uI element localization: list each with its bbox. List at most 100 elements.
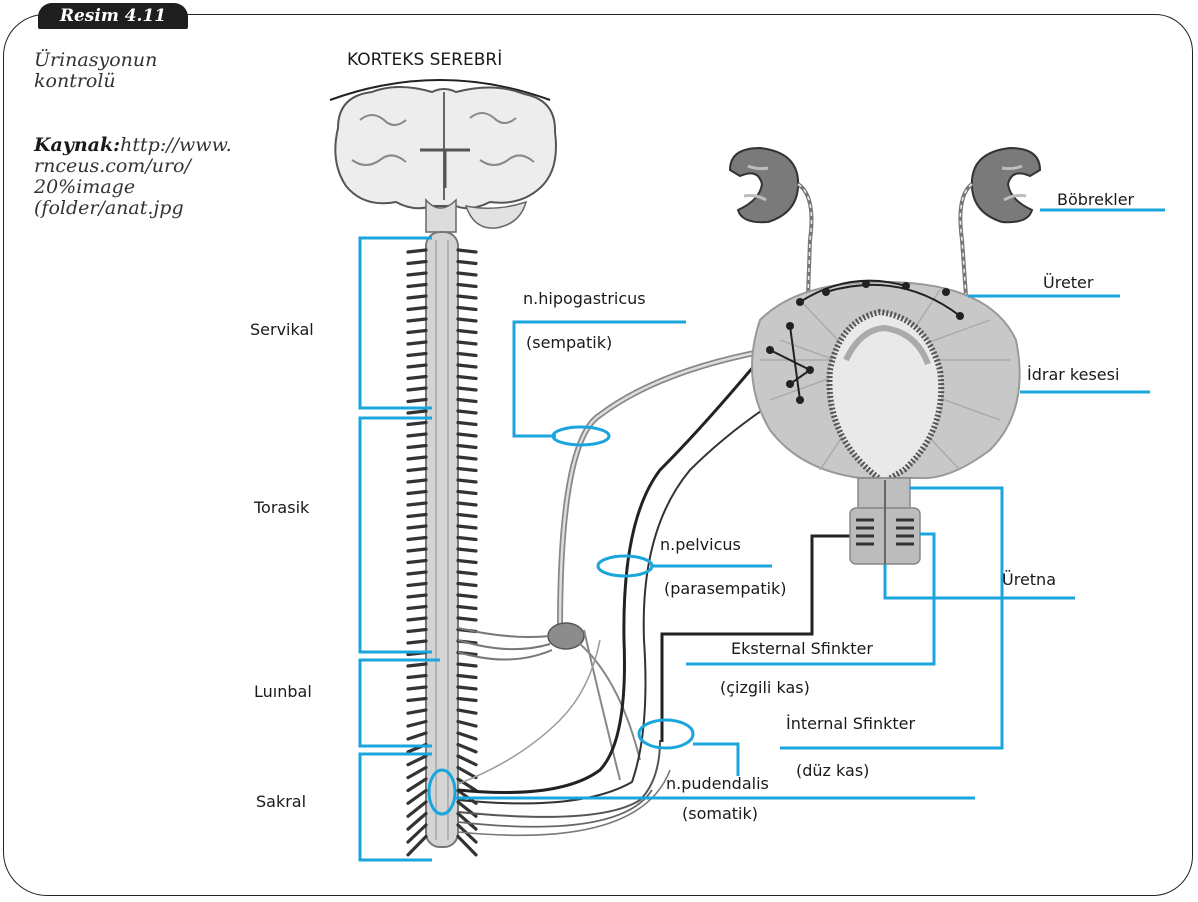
nerve-root bbox=[408, 687, 426, 689]
nerve-root bbox=[458, 699, 476, 701]
label-duz-kas: (düz kas) bbox=[796, 761, 869, 780]
nerve-root bbox=[408, 342, 426, 344]
nerve-root bbox=[458, 296, 476, 298]
label-internal: İnternal Sfinkter bbox=[786, 714, 915, 733]
nerve-root bbox=[408, 400, 426, 402]
nerve-root bbox=[458, 411, 476, 413]
nerve-root bbox=[458, 342, 476, 344]
label-cortex: KORTEKS SEREBRİ bbox=[347, 50, 502, 70]
nerve-root bbox=[408, 699, 426, 701]
nerve-root bbox=[408, 630, 426, 632]
nerve-root bbox=[458, 768, 476, 778]
nerve-root bbox=[458, 319, 476, 321]
nerve-root bbox=[458, 561, 476, 563]
nerve-root bbox=[458, 492, 476, 494]
nerve-root bbox=[458, 687, 476, 689]
nerve-root bbox=[408, 572, 426, 574]
pelvic-ganglion bbox=[548, 623, 584, 649]
nerve-root bbox=[458, 388, 476, 390]
nerve-root bbox=[408, 503, 426, 505]
label-pudendalis: n.pudendalis bbox=[666, 774, 769, 793]
nerve-root bbox=[408, 768, 426, 778]
nerve-root bbox=[408, 434, 426, 436]
nerve-root bbox=[408, 377, 426, 379]
pelvicus-ring bbox=[598, 556, 652, 576]
nerve-root bbox=[408, 538, 426, 540]
nerve-root bbox=[408, 607, 426, 609]
nerve-root bbox=[408, 515, 426, 517]
nerve-root bbox=[408, 319, 426, 321]
nerve-root bbox=[408, 526, 426, 528]
nerve-root bbox=[408, 388, 426, 390]
nerve-root bbox=[408, 480, 426, 482]
nerve-root bbox=[408, 756, 426, 765]
nerve-root bbox=[408, 641, 426, 643]
nerve-root bbox=[458, 664, 476, 666]
nerve-root bbox=[408, 722, 426, 727]
nerve-root bbox=[458, 469, 476, 471]
nerve-root bbox=[458, 745, 476, 752]
nerve-root bbox=[458, 423, 476, 425]
nerve-root bbox=[458, 250, 476, 252]
nerve-root bbox=[458, 607, 476, 609]
label-sakral: Sakral bbox=[256, 792, 306, 811]
nerve-root bbox=[408, 446, 426, 448]
nerve-root bbox=[408, 308, 426, 310]
nerve-root bbox=[458, 377, 476, 379]
nerve-root bbox=[458, 354, 476, 356]
nerve-root bbox=[408, 457, 426, 459]
nerve-root bbox=[458, 262, 476, 264]
label-sempatik: (sempatik) bbox=[526, 333, 612, 352]
nerve-root bbox=[408, 584, 426, 586]
nerve-root bbox=[458, 515, 476, 517]
nerve-root bbox=[408, 285, 426, 287]
nerve-root bbox=[408, 492, 426, 494]
nerve-root bbox=[408, 595, 426, 597]
nerve-root bbox=[408, 250, 426, 252]
nerve-root bbox=[408, 423, 426, 425]
nerve-root bbox=[408, 779, 426, 790]
nerve-root bbox=[408, 561, 426, 563]
nerve-root bbox=[408, 791, 426, 804]
label-bobrekler: Böbrekler bbox=[1057, 190, 1134, 209]
label-idrar-kesesi: İdrar kesesi bbox=[1027, 365, 1119, 384]
nerve-root bbox=[458, 710, 476, 713]
nerve-root bbox=[408, 664, 426, 666]
nerve-root bbox=[458, 480, 476, 482]
nerve-root bbox=[408, 365, 426, 367]
nerve-root bbox=[408, 411, 426, 413]
label-ureter: Üreter bbox=[1043, 273, 1093, 292]
nerve-root bbox=[458, 273, 476, 275]
nerve-root bbox=[458, 756, 476, 765]
torasik-bracket bbox=[360, 418, 432, 652]
nerve-root bbox=[458, 308, 476, 310]
nerve-root bbox=[408, 469, 426, 471]
nerve-root bbox=[458, 618, 476, 620]
nerve-root bbox=[408, 676, 426, 678]
left-kidney bbox=[730, 148, 798, 222]
nerve-root bbox=[408, 549, 426, 551]
label-lumbal: Luınbal bbox=[254, 682, 312, 701]
label-cizgili: (çizgili kas) bbox=[720, 678, 810, 697]
nerve-root bbox=[458, 503, 476, 505]
nerve-root bbox=[408, 710, 426, 713]
nerve-root bbox=[458, 285, 476, 287]
nerve-root bbox=[458, 457, 476, 459]
nerve-root bbox=[408, 354, 426, 356]
nerve-root bbox=[408, 296, 426, 298]
nerve-root bbox=[408, 262, 426, 264]
kidneys bbox=[730, 148, 1040, 296]
nerve-root bbox=[408, 331, 426, 333]
brain-illustration bbox=[330, 80, 556, 232]
pudendalis-ring bbox=[639, 720, 693, 748]
nerve-root bbox=[408, 618, 426, 620]
nerve-root bbox=[458, 434, 476, 436]
nerve-root bbox=[458, 572, 476, 574]
nerve-root bbox=[458, 584, 476, 586]
nerve-root bbox=[458, 365, 476, 367]
label-servikal: Servikal bbox=[250, 320, 314, 339]
nerve-root bbox=[458, 549, 476, 551]
label-uretna: Üretna bbox=[1002, 570, 1056, 589]
pudendalis-leader bbox=[693, 744, 738, 776]
